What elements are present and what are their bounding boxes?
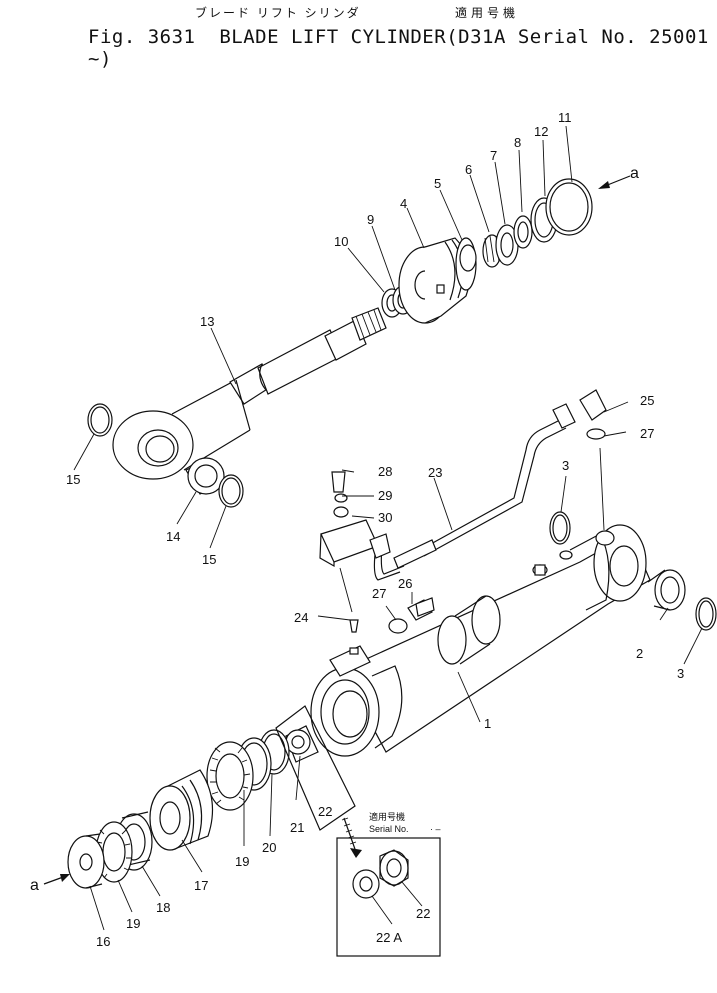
rod-end-bushing (87, 403, 244, 508)
part-number-labels: 1 2 3 3 4 5 6 7 8 9 10 11 12 13 14 15 15… (66, 110, 684, 949)
rod-eye (112, 379, 251, 480)
inset-serial-dash: · – (430, 824, 441, 834)
head-end-bushing (549, 511, 717, 631)
part-label-25: 25 (640, 393, 654, 408)
view-arrow-top-head (598, 181, 610, 189)
part-label-10: 10 (334, 234, 348, 249)
leader-lines (73, 125, 703, 931)
part-label-27-block: 27 (372, 586, 386, 601)
rod-assembly (87, 178, 593, 508)
part-label-23: 23 (428, 465, 442, 480)
inset-japanese-applicable: 適用号機 (369, 811, 405, 822)
part-label-26: 26 (398, 576, 412, 591)
figure-model-serial: D31A Serial No. 25001 ~ (88, 26, 709, 70)
figure-title: Fig. 3631 BLADE LIFT CYLINDER(D31A Seria… (88, 26, 709, 70)
part-label-15-left: 15 (66, 472, 80, 487)
view-arrow-bottom-head (60, 874, 70, 882)
inset-arrow-shaft (343, 817, 357, 853)
part-label-16: 16 (96, 934, 110, 949)
part-label-2: 2 (636, 646, 643, 661)
title-japanese-part-name: ブレード リフト シリンダ (195, 6, 361, 20)
part-label-21: 21 (290, 820, 304, 835)
piston-rings (459, 178, 593, 272)
part-label-20: 20 (262, 840, 276, 855)
figure-part-name: BLADE LIFT CYLINDER (219, 26, 447, 48)
part-label-28: 28 (378, 464, 392, 479)
valve-block (319, 428, 606, 634)
part-label-1: 1 (484, 716, 491, 731)
part-label-5: 5 (434, 176, 441, 191)
part-label-9: 9 (367, 212, 374, 227)
inset-callout-frame (275, 705, 356, 831)
part-label-27-top: 27 (640, 426, 654, 441)
part-label-3-head: 3 (677, 666, 684, 681)
title-japanese-applicable: 適用号機 (455, 6, 520, 20)
part-label-7: 7 (490, 148, 497, 163)
view-marker-top: a (630, 165, 639, 182)
part-label-18: 18 (156, 900, 170, 915)
figure-number: Fig. 3631 (88, 26, 196, 48)
part-label-3-tube: 3 (562, 458, 569, 473)
part-label-22-inset: 22 (416, 906, 430, 921)
gland-assembly (67, 725, 319, 889)
part-label-17: 17 (194, 878, 208, 893)
inset-box (336, 837, 441, 957)
part-label-12: 12 (534, 124, 548, 139)
hydraulic-tube (373, 389, 607, 581)
part-label-30: 30 (378, 510, 392, 525)
part-label-15-right: 15 (202, 552, 216, 567)
part-label-11: 11 (558, 110, 572, 125)
part-label-6: 6 (465, 162, 472, 177)
part-label-19-left: 19 (126, 916, 140, 931)
part-label-13: 13 (200, 314, 214, 329)
piston-rod (229, 307, 387, 431)
part-label-24: 24 (294, 610, 308, 625)
part-label-4: 4 (400, 196, 407, 211)
inset-arrow-hatch (341, 817, 357, 845)
piston (398, 237, 477, 324)
part-label-14: 14 (166, 529, 180, 544)
inset-arrow-head (350, 848, 362, 858)
part-label-22: 22 (318, 804, 332, 819)
inset-serial-label: Serial No. (369, 824, 409, 834)
view-marker-bottom: a (30, 877, 39, 894)
part-label-8: 8 (514, 135, 521, 150)
part-label-29: 29 (378, 488, 392, 503)
cylinder-tube (310, 524, 651, 757)
part-label-19-right: 19 (235, 854, 249, 869)
part-label-22A-inset: 22 A (376, 930, 402, 945)
